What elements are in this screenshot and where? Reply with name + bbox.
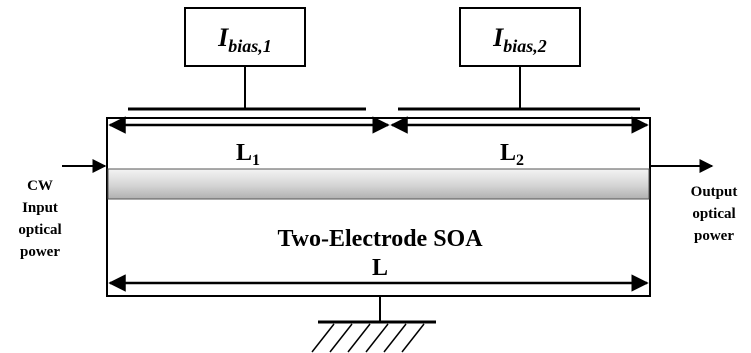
ground-symbol <box>311 297 436 353</box>
ground-hatch <box>311 323 425 353</box>
soa-body <box>106 117 651 297</box>
section-sub-1: 1 <box>252 152 260 169</box>
input-label-line-1: CW <box>27 178 53 194</box>
input-label: CW Input optical power <box>18 178 61 260</box>
output-label-line-2: optical <box>692 206 735 222</box>
svg-text:L2: L2 <box>500 140 524 169</box>
section-label-2: L <box>500 140 516 166</box>
bias-source-1: Ibias,1 <box>128 7 366 111</box>
section-label-1: L <box>236 140 252 166</box>
input-label-line-4: power <box>20 244 60 260</box>
svg-text:Ibias,2: Ibias,2 <box>492 23 547 56</box>
svg-text:Ibias,1: Ibias,1 <box>217 23 272 56</box>
total-length-label: L <box>372 255 388 281</box>
input-label-line-3: optical <box>18 222 61 238</box>
input-label-line-2: Input <box>22 200 58 216</box>
device-label: Two-Electrode SOA <box>277 226 483 252</box>
output-label: Output optical power <box>691 184 738 244</box>
bias-symbol-2: I <box>492 23 504 52</box>
bias-source-2: Ibias,2 <box>398 7 640 111</box>
section-sub-2: 2 <box>516 152 524 169</box>
bias-subscript-2: bias,2 <box>503 36 547 56</box>
bias-subscript-1: bias,1 <box>228 36 272 56</box>
svg-text:L1: L1 <box>236 140 260 169</box>
bias-symbol-1: I <box>217 23 229 52</box>
waveguide <box>107 168 650 200</box>
output-label-line-1: Output <box>691 184 738 200</box>
output-label-line-3: power <box>694 228 734 244</box>
bias-box-1 <box>184 7 306 67</box>
